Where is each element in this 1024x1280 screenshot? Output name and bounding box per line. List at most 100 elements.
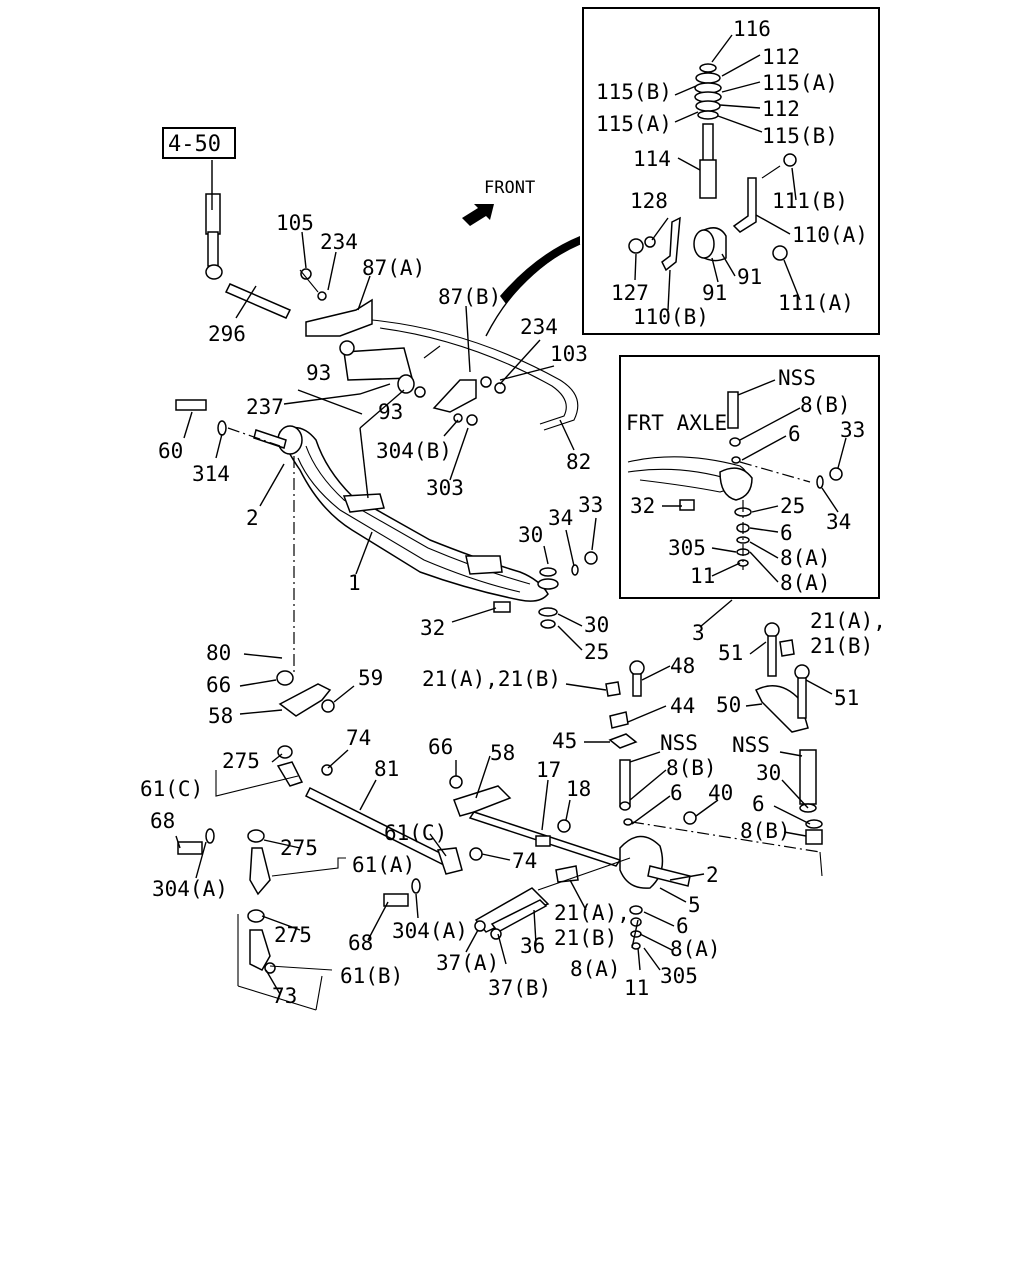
tie-rod-end-parts bbox=[177, 828, 631, 974]
label-82: 82 bbox=[566, 450, 591, 474]
label-30: 30 bbox=[518, 523, 543, 547]
label-37a: 37(A) bbox=[436, 951, 499, 975]
label-61c: 61(C) bbox=[140, 777, 203, 801]
label-40: 40 bbox=[708, 781, 733, 805]
label-5: 5 bbox=[688, 893, 701, 917]
label-304a: 304(A) bbox=[152, 877, 228, 901]
label-36: 36 bbox=[520, 934, 545, 958]
reference-box bbox=[162, 127, 236, 159]
front-label: FRONT bbox=[484, 178, 535, 198]
label-25: 25 bbox=[780, 494, 805, 518]
label-21a-bottom: 21(A), bbox=[554, 901, 630, 925]
bolt-centerline bbox=[227, 427, 281, 447]
label-17: 17 bbox=[536, 758, 561, 782]
reference-label: 4-50 bbox=[168, 132, 221, 157]
label-66-2: 66 bbox=[428, 735, 453, 759]
inset-right-leaders bbox=[662, 379, 847, 583]
label-105: 105 bbox=[276, 211, 314, 235]
label-275-2: 275 bbox=[280, 836, 318, 860]
label-103: 103 bbox=[550, 342, 588, 366]
label-93: 93 bbox=[306, 361, 331, 385]
bushing-stack bbox=[694, 63, 722, 199]
label-110a: 110(A) bbox=[792, 223, 868, 247]
label-128: 128 bbox=[630, 189, 668, 213]
label-nss-right: NSS bbox=[732, 733, 770, 757]
stabilizer-area bbox=[299, 268, 579, 431]
label-11: 11 bbox=[624, 976, 649, 1000]
label-2-right: 2 bbox=[706, 863, 719, 887]
label-8b: 8(B) bbox=[800, 393, 851, 417]
label-37b: 37(B) bbox=[488, 976, 551, 1000]
center-bolt-parts bbox=[605, 660, 645, 749]
label-6: 6 bbox=[670, 781, 683, 805]
label-51-2: 51 bbox=[834, 686, 859, 710]
label-275: 275 bbox=[222, 749, 260, 773]
label-18: 18 bbox=[566, 777, 591, 801]
label-74-2: 74 bbox=[512, 849, 537, 873]
label-111a: 111(A) bbox=[778, 291, 854, 315]
label-81: 81 bbox=[374, 757, 399, 781]
label-11: 11 bbox=[690, 564, 715, 588]
label-304a-2: 304(A) bbox=[392, 919, 468, 943]
label-nss: NSS bbox=[778, 366, 816, 390]
label-61a: 61(A) bbox=[352, 853, 415, 877]
label-8b-right: 8(B) bbox=[740, 819, 791, 843]
knuckle-right bbox=[619, 759, 823, 950]
label-8b: 8(B) bbox=[666, 756, 717, 780]
front-arrow-icon bbox=[462, 204, 494, 226]
label-110b: 110(B) bbox=[633, 305, 709, 329]
label-234-2: 234 bbox=[520, 315, 558, 339]
bracket-50 bbox=[754, 622, 823, 845]
label-74: 74 bbox=[346, 726, 371, 750]
label-112-2: 112 bbox=[762, 97, 800, 121]
label-45: 45 bbox=[552, 729, 577, 753]
label-21a-21b: 21(A),21(B) bbox=[422, 667, 561, 691]
label-111b: 111(B) bbox=[772, 189, 848, 213]
label-32: 32 bbox=[630, 494, 655, 518]
label-296: 296 bbox=[208, 322, 246, 346]
frt-axle-parts bbox=[627, 391, 843, 570]
label-51: 51 bbox=[718, 641, 743, 665]
label-91-2: 91 bbox=[702, 281, 727, 305]
label-115b: 115(B) bbox=[596, 80, 672, 104]
label-58: 58 bbox=[208, 704, 233, 728]
label-93-2: 93 bbox=[378, 400, 403, 424]
label-80: 80 bbox=[206, 641, 231, 665]
label-59: 59 bbox=[358, 666, 383, 690]
label-303: 303 bbox=[426, 476, 464, 500]
label-frt-axle: FRT AXLE bbox=[626, 411, 727, 435]
label-8a-bottom: 8(A) bbox=[570, 957, 621, 981]
label-34: 34 bbox=[548, 506, 573, 530]
label-30-right: 30 bbox=[756, 761, 781, 785]
label-6-2: 6 bbox=[780, 521, 793, 545]
label-115a-2: 115(A) bbox=[596, 112, 672, 136]
label-275-3: 275 bbox=[274, 923, 312, 947]
label-61c-2: 61(C) bbox=[384, 821, 447, 845]
label-6-right: 6 bbox=[752, 792, 765, 816]
inset-pointer-fill bbox=[500, 236, 580, 304]
label-6-bottom: 6 bbox=[676, 914, 689, 938]
label-50: 50 bbox=[716, 693, 741, 717]
label-87a: 87(A) bbox=[362, 256, 425, 280]
main-labels: 105 234 87(A) 87(B) 234 103 296 93 237 9… bbox=[140, 211, 886, 1008]
label-305: 305 bbox=[668, 536, 706, 560]
tie-rod bbox=[304, 764, 622, 875]
label-44: 44 bbox=[670, 694, 695, 718]
label-61b: 61(B) bbox=[340, 964, 403, 988]
label-33: 33 bbox=[578, 493, 603, 517]
label-32: 32 bbox=[420, 616, 445, 640]
label-304b: 304(B) bbox=[376, 439, 452, 463]
label-237: 237 bbox=[246, 395, 284, 419]
label-58-2: 58 bbox=[490, 741, 515, 765]
label-21a-right: 21(A), bbox=[810, 609, 886, 633]
steering-arm-left bbox=[276, 670, 335, 787]
label-25: 25 bbox=[584, 640, 609, 664]
label-1: 1 bbox=[348, 571, 361, 595]
main-leaders bbox=[175, 160, 833, 995]
label-8a-2: 8(A) bbox=[780, 571, 831, 595]
label-60: 60 bbox=[158, 439, 183, 463]
bracket-parts bbox=[628, 153, 797, 272]
shock-absorber bbox=[205, 160, 223, 280]
inset-box-top bbox=[582, 7, 880, 335]
